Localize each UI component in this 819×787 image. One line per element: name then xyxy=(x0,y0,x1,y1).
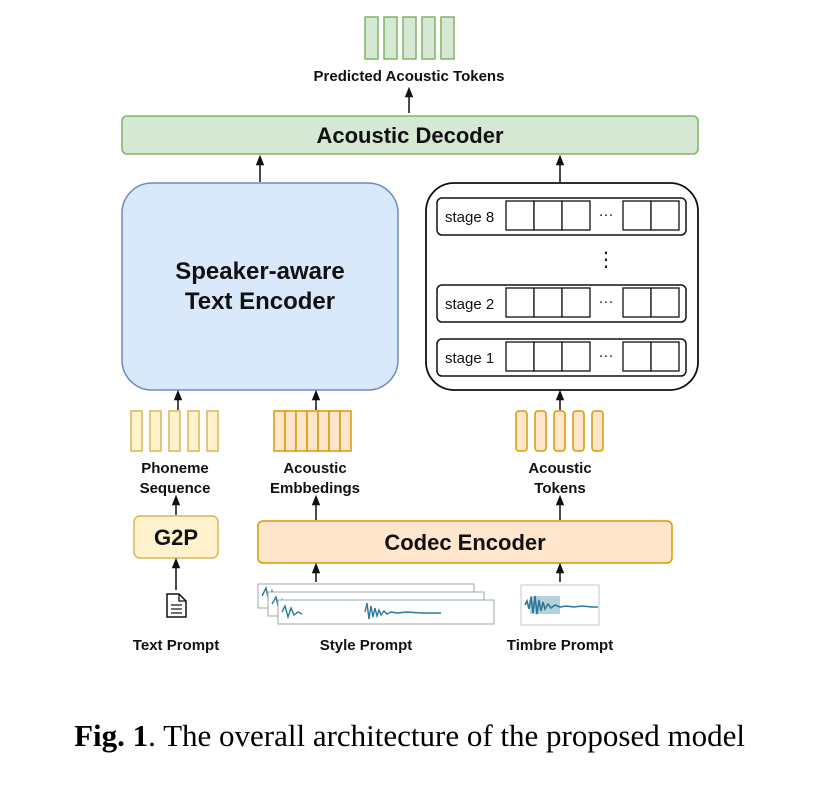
stage-row-1: stage 1 ··· xyxy=(436,338,687,377)
acoustic-emb-label-line1: Acoustic xyxy=(283,460,346,477)
acoustic-emb-label-line2: Embbedings xyxy=(270,480,360,497)
stage-2-ellipsis: ··· xyxy=(599,293,614,310)
figure-caption: Fig. 1. The overall architecture of the … xyxy=(0,718,819,754)
acoustic-decoder-box xyxy=(121,115,699,155)
caption-prefix: Fig. 1 xyxy=(74,718,149,753)
style-prompt-label: Style Prompt xyxy=(320,637,413,654)
stage-8-ellipsis: ··· xyxy=(599,206,614,223)
timbre-prompt-label: Timbre Prompt xyxy=(507,637,613,654)
stage-vertical-ellipsis: ⋮ xyxy=(596,247,616,271)
predicted-tokens-bars xyxy=(364,16,455,60)
document-icon xyxy=(166,593,187,618)
architecture-diagram: Predicted Acoustic Tokens Acoustic Decod… xyxy=(121,16,699,654)
text-encoder-label-line2: Text Encoder xyxy=(185,288,335,315)
codec-encoder-box xyxy=(257,520,673,564)
codec-encoder-label: Codec Encoder xyxy=(384,530,546,555)
text-encoder-label-line1: Speaker-aware xyxy=(175,258,344,285)
predicted-tokens-label: Predicted Acoustic Tokens xyxy=(314,68,505,85)
stage-1-ellipsis: ··· xyxy=(599,347,614,364)
acoustic-decoder-label: Acoustic Decoder xyxy=(316,123,503,148)
acoustic-tokens-label-line1: Acoustic xyxy=(528,460,591,477)
stage-2-label: stage 2 xyxy=(445,296,494,313)
acoustic-tokens-bars xyxy=(515,410,604,452)
stage-row-8: stage 8 ··· xyxy=(436,197,687,236)
caption-text: . The overall architecture of the propos… xyxy=(148,718,745,753)
timbre-waveform-icon xyxy=(520,584,600,626)
g2p-label: G2P xyxy=(154,525,198,550)
acoustic-embeddings-bars xyxy=(273,410,352,452)
text-prompt-label: Text Prompt xyxy=(133,637,219,654)
acoustic-tokens-label-line2: Tokens xyxy=(534,480,585,497)
stage-1-label: stage 1 xyxy=(445,350,494,367)
phoneme-label-line1: Phoneme xyxy=(141,460,209,477)
phoneme-label-line2: Sequence xyxy=(140,480,211,497)
stage-8-label: stage 8 xyxy=(445,209,494,226)
stage-row-2: stage 2 ··· xyxy=(436,284,687,323)
style-waveform-icon xyxy=(257,583,495,625)
text-encoder-box xyxy=(121,182,399,391)
phoneme-sequence-bars xyxy=(130,410,219,452)
